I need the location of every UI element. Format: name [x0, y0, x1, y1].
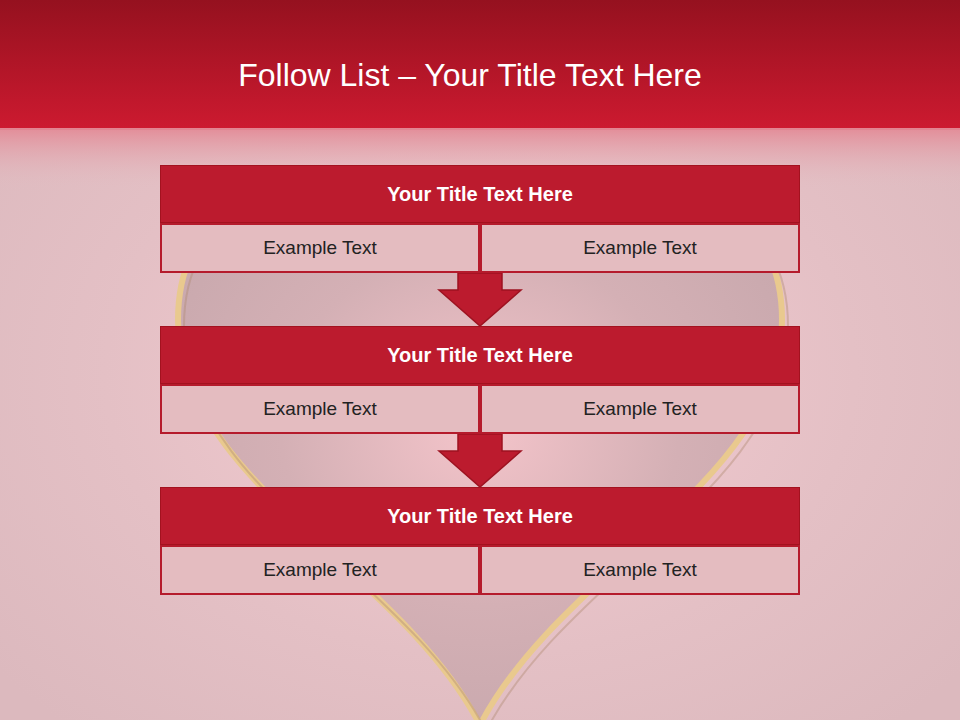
detail-cell: Example Text — [480, 545, 800, 595]
title-bar — [0, 0, 960, 130]
step-box: Your Title Text HereExample Text Example … — [160, 165, 800, 273]
flow-arrow — [439, 273, 521, 326]
detail-cell: Example Text — [160, 223, 480, 273]
example-text: Example Text — [168, 237, 472, 259]
detail-cell: Example Text — [480, 223, 800, 273]
example-text: Example Text — [168, 398, 472, 420]
step-box: Your Title Text HereExample Text Example … — [160, 487, 800, 595]
page-title: Follow List – Your Title Text Here — [238, 54, 702, 96]
example-text: Example Text — [488, 237, 792, 259]
detail-cell: Example Text — [160, 384, 480, 434]
step-box: Your Title Text HereExample Text Example … — [160, 326, 800, 434]
step-title: Your Title Text Here — [160, 326, 800, 384]
example-text: Example Text — [488, 398, 792, 420]
detail-cell: Example Text — [480, 384, 800, 434]
flow-arrow — [439, 434, 521, 487]
title-area: Follow List – Your Title Text Here — [0, 54, 940, 96]
example-text: Example Text — [488, 559, 792, 581]
detail-cell: Example Text — [160, 545, 480, 595]
step-title: Your Title Text Here — [160, 165, 800, 223]
step-title: Your Title Text Here — [160, 487, 800, 545]
example-text: Example Text — [168, 559, 472, 581]
